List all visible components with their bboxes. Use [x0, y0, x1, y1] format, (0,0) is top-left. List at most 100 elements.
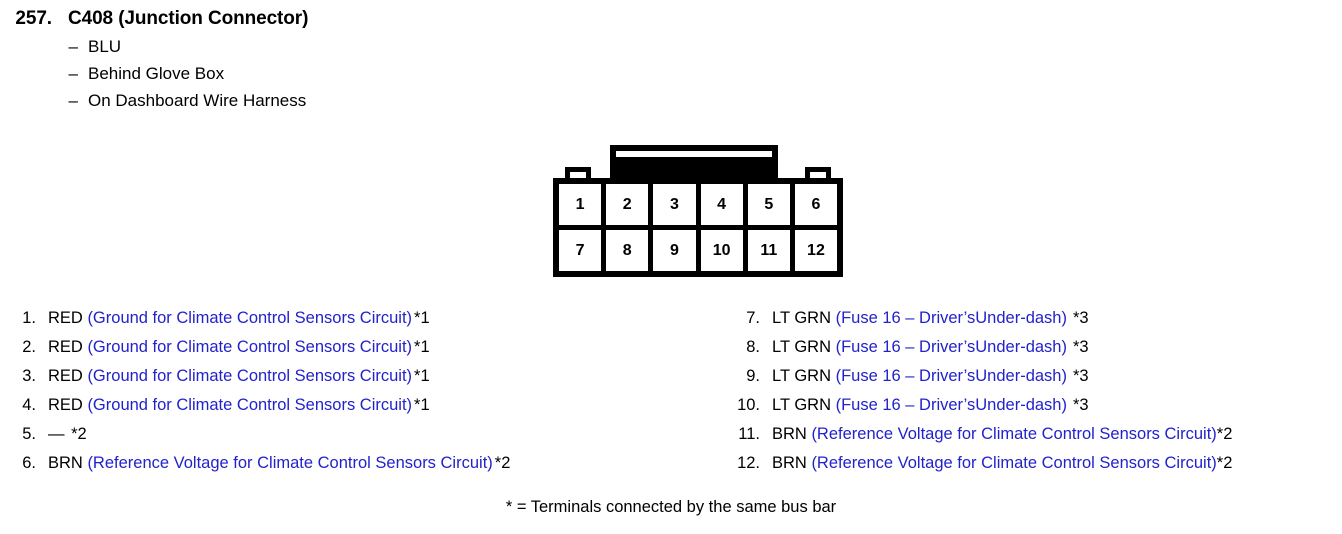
terminal-description: RED (Ground for Climate Control Sensors …: [36, 362, 430, 391]
terminal-description: LT GRN (Fuse 16 – Driver’sUnder-dash) *3: [760, 362, 1089, 391]
terminal-item: 3. RED (Ground for Climate Control Senso…: [0, 362, 690, 391]
circuit-name: (Fuse 16 – Driver’sUnder-dash): [835, 338, 1067, 356]
circuit-name: (Reference Voltage for Climate Control S…: [87, 454, 493, 472]
footnote-marker: *2: [71, 425, 87, 443]
terminal-description: RED (Ground for Climate Control Sensors …: [36, 304, 430, 333]
pin-cell: 8: [606, 230, 649, 271]
wire-color: LT GRN: [772, 338, 831, 356]
terminal-item: 9. LT GRN (Fuse 16 – Driver’sUnder-dash)…: [712, 362, 1342, 391]
pin-cell: 4: [700, 184, 743, 225]
detail-line-location: – Behind Glove Box: [0, 64, 600, 84]
wire-color: —: [48, 425, 65, 443]
pin-cell: 10: [700, 230, 743, 271]
terminal-item: 8. LT GRN (Fuse 16 – Driver’sUnder-dash)…: [712, 333, 1342, 362]
terminal-item: 5. — *2: [0, 420, 690, 449]
connector-body: 1 2 3 4 5 6 7 8 9 10 11 12: [553, 178, 843, 277]
terminal-description: — *2: [36, 420, 87, 449]
terminal-item: 11. BRN (Reference Voltage for Climate C…: [712, 420, 1342, 449]
footnote-marker: *1: [414, 367, 430, 385]
terminal-description: LT GRN (Fuse 16 – Driver’sUnder-dash)*3: [760, 391, 1089, 420]
pin-cell: 9: [653, 230, 696, 271]
footnote-marker: *2: [1216, 425, 1233, 443]
terminal-number: 4.: [22, 396, 36, 414]
entry-number: 257.: [15, 8, 52, 29]
terminal-item: 1. RED (Ground for Climate Control Senso…: [0, 304, 690, 333]
terminal-number: 11.: [738, 425, 760, 443]
terminal-description: BRN (Reference Voltage for Climate Contr…: [760, 420, 1232, 449]
pin-cell: 3: [653, 184, 696, 225]
detail-line-harness: – On Dashboard Wire Harness: [0, 91, 600, 111]
wire-color: LT GRN: [772, 309, 831, 327]
wire-color: RED: [48, 338, 83, 356]
footnote-marker: *1: [414, 338, 430, 356]
terminal-item: 2. RED (Ground for Climate Control Senso…: [0, 333, 690, 362]
footnote-marker: *3: [1072, 309, 1089, 327]
pin-cell: 12: [794, 230, 838, 271]
wire-color: BRN: [772, 425, 807, 443]
terminal-number: 12.: [737, 454, 760, 472]
terminal-description: LT GRN (Fuse 16 – Driver’sUnder-dash) *3: [760, 304, 1089, 333]
circuit-name: (Ground for Climate Control Sensors Circ…: [87, 309, 413, 327]
footnote-marker: *1: [414, 396, 430, 414]
wire-color: LT GRN: [772, 396, 831, 414]
wire-color: BRN: [772, 454, 807, 472]
dash-marker: –: [68, 64, 78, 83]
terminal-number: 7.: [746, 309, 760, 327]
terminal-item: 7. LT GRN (Fuse 16 – Driver’sUnder-dash)…: [712, 304, 1342, 333]
terminal-description: BRN (Reference Voltage for Climate Contr…: [760, 449, 1232, 478]
dash-marker: –: [68, 37, 78, 56]
connector-name: C408 (Junction Connector): [68, 8, 309, 29]
pin-cell: 6: [794, 184, 838, 225]
terminal-list-right: 7. LT GRN (Fuse 16 – Driver’sUnder-dash)…: [712, 304, 1342, 478]
circuit-name: (Reference Voltage for Climate Control S…: [811, 425, 1217, 443]
pin-cell: 7: [559, 230, 602, 271]
latch-slot: [616, 151, 772, 157]
connector-diagram: 1 2 3 4 5 6 7 8 9 10 11 12: [553, 145, 843, 277]
connector-header: 257. C408 (Junction Connector) – BLU – B…: [0, 0, 600, 111]
detail-location-text: Behind Glove Box: [88, 64, 225, 83]
wire-color: RED: [48, 396, 83, 414]
circuit-name: (Fuse 16 – Driver’sUnder-dash): [835, 309, 1067, 327]
circuit-name: (Reference Voltage for Climate Control S…: [811, 454, 1217, 472]
terminal-number: 9.: [746, 367, 760, 385]
pin-row-top: 1 2 3 4 5 6: [559, 184, 838, 225]
terminal-list-left: 1. RED (Ground for Climate Control Senso…: [0, 304, 690, 478]
pin-cell: 2: [606, 184, 649, 225]
circuit-name: (Fuse 16 – Driver’sUnder-dash): [835, 367, 1067, 385]
footnote-marker: *2: [1216, 454, 1233, 472]
terminal-number: 8.: [746, 338, 760, 356]
bus-bar-footnote: * = Terminals connected by the same bus …: [505, 498, 837, 516]
pin-cell: 5: [747, 184, 790, 225]
notch-slot: [570, 172, 586, 180]
circuit-name: (Ground for Climate Control Sensors Circ…: [87, 338, 413, 356]
terminal-number: 5.: [22, 425, 36, 443]
connector-notch-right: [805, 167, 831, 180]
footnote-marker: *3: [1072, 367, 1089, 385]
terminal-description: LT GRN (Fuse 16 – Driver’sUnder-dash)*3: [760, 333, 1089, 362]
terminal-description: BRN (Reference Voltage for Climate Contr…: [36, 449, 510, 478]
terminal-item: 12. BRN (Reference Voltage for Climate C…: [712, 449, 1342, 478]
footnote-marker: *1: [414, 309, 430, 327]
terminal-number: 10.: [737, 396, 760, 414]
circuit-name: (Ground for Climate Control Sensors Circ…: [87, 367, 413, 385]
terminal-number: 2.: [22, 338, 36, 356]
footnote-marker: *3: [1072, 396, 1089, 414]
wire-color: BRN: [48, 454, 83, 472]
wire-color: LT GRN: [772, 367, 831, 385]
detail-line-color: – BLU: [0, 37, 600, 57]
wire-color: RED: [48, 309, 83, 327]
pin-cell: 1: [559, 184, 602, 225]
dash-marker: –: [68, 91, 78, 110]
terminal-number: 3.: [22, 367, 36, 385]
wire-color: RED: [48, 367, 83, 385]
detail-harness-text: On Dashboard Wire Harness: [88, 91, 307, 110]
connector-latch-tab: [610, 145, 778, 179]
terminal-number: 1.: [22, 309, 36, 327]
terminal-item: 10. LT GRN (Fuse 16 – Driver’sUnder-dash…: [712, 391, 1342, 420]
page-title: 257. C408 (Junction Connector): [0, 0, 600, 30]
terminal-item: 4. RED (Ground for Climate Control Senso…: [0, 391, 690, 420]
pin-cell: 11: [747, 230, 790, 271]
pin-row-bottom: 7 8 9 10 11 12: [559, 230, 838, 271]
notch-slot: [810, 172, 826, 180]
footnote-marker: *2: [494, 454, 511, 472]
